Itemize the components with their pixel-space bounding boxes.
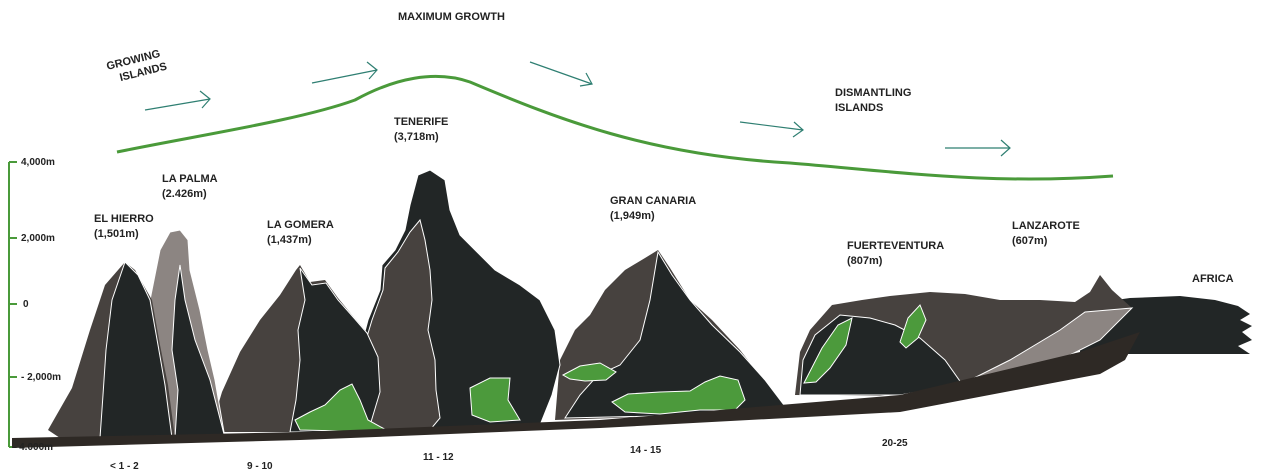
island-height: (1,949m) [610,210,655,222]
continent-label: AFRICA [1192,273,1234,285]
axis-label: 0 [23,299,29,310]
la-gomera [210,265,391,433]
island-height: (1,437m) [267,234,312,246]
island-name: GRAN CANARIA [610,195,696,207]
arrow-icon [945,139,1011,157]
phase-growing-label: GROWING ISLANDS [105,48,168,84]
island-name: LANZAROTE [1012,220,1080,232]
age-label: < 1 - 2 [110,461,139,472]
ocean-floor [12,332,1140,448]
age-label: 20-25 [882,438,908,449]
arrow-icon [311,61,378,84]
island-name: LA GOMERA [267,219,334,231]
phase-dismantling-line2: ISLANDS [835,102,883,114]
lanzarote-fuerteventura [795,275,1134,396]
age-label: 14 - 15 [630,445,662,456]
island-name: LA PALMA [162,173,218,185]
axis-label: - 4.000m [13,442,53,453]
island-height: (2.426m) [162,188,207,200]
phase-dismantling-line1: DISMANTLING [835,87,911,99]
tenerife [354,169,561,431]
growth-curve [116,74,1114,181]
age-label: 11 - 12 [423,452,454,463]
arrow-icon [529,61,593,87]
island-name: FUERTEVENTURA [847,240,944,252]
age-label: 9 - 10 [247,461,273,472]
island-height: (807m) [847,255,883,267]
island-height: (607m) [1012,235,1048,247]
el-hierro [48,261,175,439]
phase-maximum-label: MAXIMUM GROWTH [398,11,505,23]
axis-label: - 2,000m [21,372,61,383]
island-name: EL HIERRO [94,213,154,225]
la-palma [149,229,226,439]
arrow-icon [144,90,211,111]
arrow-icon [739,121,804,138]
depth-axis [8,161,17,448]
axis-label: 2,000m [21,233,55,244]
axis-label: 4,000m [21,157,55,168]
island-height: (3,718m) [394,131,439,143]
island-name: TENERIFE [394,116,448,128]
island-height: (1,501m) [94,228,139,240]
gran-canaria [555,250,791,420]
